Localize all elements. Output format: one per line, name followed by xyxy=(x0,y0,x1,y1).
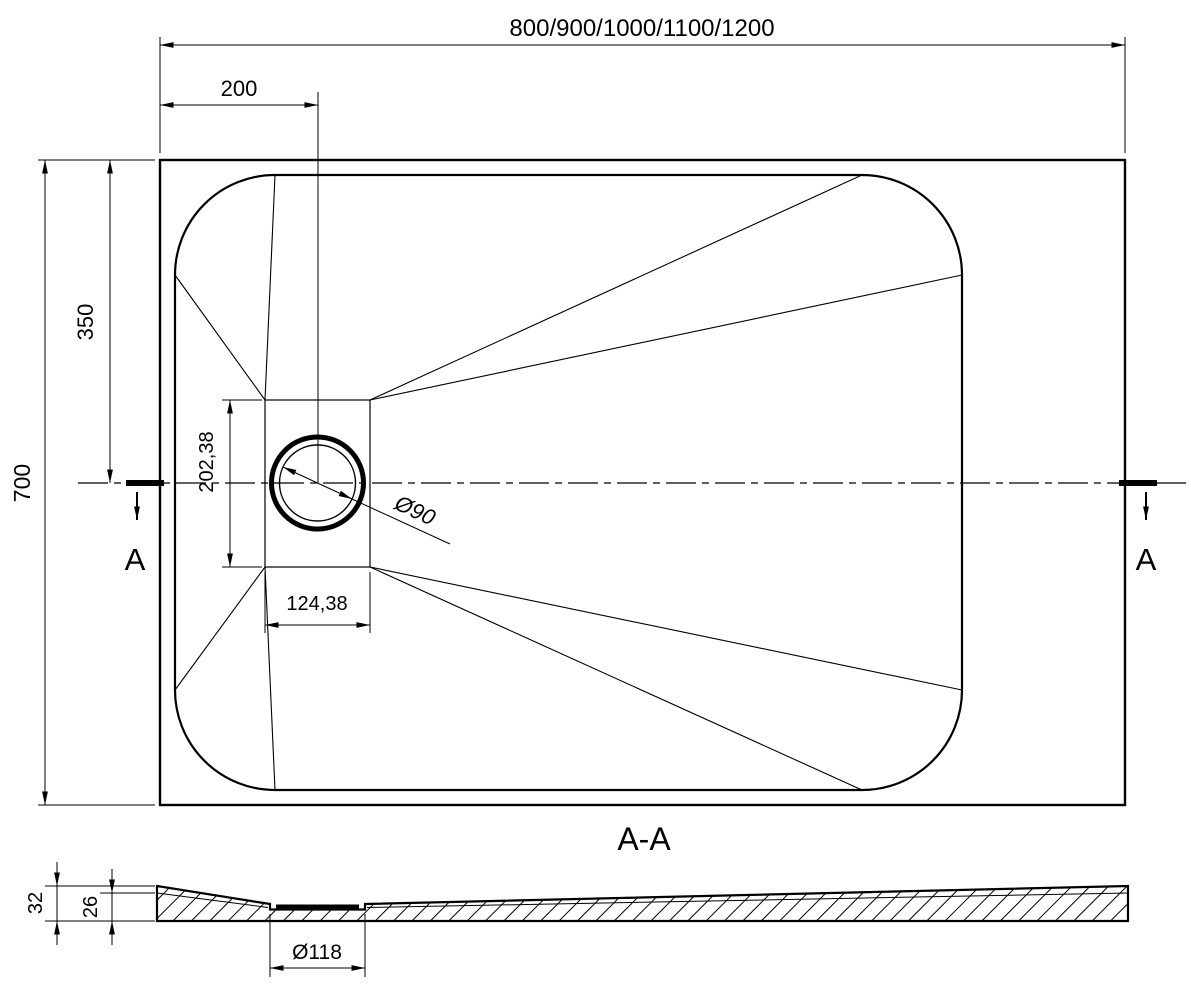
dimensions-top-view: 800/900/1000/1100/1200 200 700 350 202,3… xyxy=(9,15,1126,806)
dim-drain-diameter: Ø90 xyxy=(390,490,440,531)
drain-cover-section xyxy=(276,904,359,910)
dim-line-drain-diameter xyxy=(282,466,353,500)
dim-drain-hole: Ø118 xyxy=(292,941,342,964)
top-view: A A xyxy=(78,158,1186,807)
dim-profile-inner: 26 xyxy=(80,896,102,918)
dim-center-offset: 350 xyxy=(73,304,98,341)
section-profile-outline xyxy=(155,884,1130,923)
slope-lines xyxy=(174,174,963,791)
dim-drain-offset: 200 xyxy=(221,76,258,101)
section-letter-left: A xyxy=(125,542,146,577)
section-title: A-A xyxy=(617,821,671,857)
section-inner-line-left xyxy=(156,892,269,908)
section-letter-right: A xyxy=(1136,542,1157,577)
dim-depth: 700 xyxy=(9,464,35,502)
dim-recess-length: 202,38 xyxy=(196,431,218,492)
section-view: A-A 32 26 Ø118 xyxy=(25,821,1130,977)
dim-recess-width: 124,38 xyxy=(286,593,347,615)
section-cut-marks: A A xyxy=(125,480,1157,577)
dim-overall-width: 800/900/1000/1100/1200 xyxy=(509,15,774,42)
section-profile-hatch xyxy=(157,886,1128,921)
section-inner-line-right xyxy=(366,892,1129,908)
dim-profile-total: 32 xyxy=(25,892,47,914)
